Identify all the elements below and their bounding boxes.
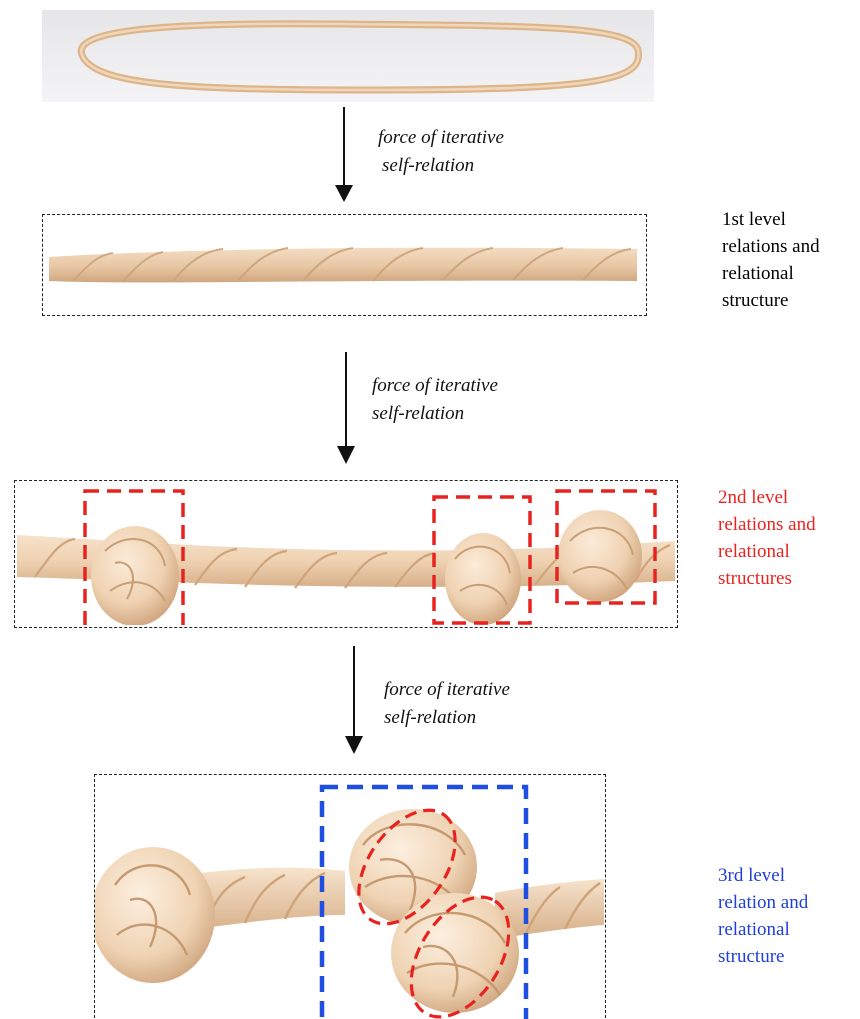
level-2-frame	[14, 480, 678, 628]
arrow-label-2: force of iterative self-relation	[372, 372, 498, 428]
level-2-line-4: structures	[718, 565, 816, 592]
level-2-line-1: 2nd level	[718, 484, 816, 511]
level-2-line-3: relational	[718, 538, 816, 565]
level-2-label: 2nd level relations and relational struc…	[718, 484, 816, 592]
level-3-line-3: relational	[718, 916, 808, 943]
twisted-rope	[43, 215, 643, 313]
down-arrow-2	[334, 350, 358, 468]
rubber-band-loop	[42, 10, 654, 102]
level-3-line-4: structure	[718, 943, 808, 970]
level-1-line-1: 1st level	[722, 206, 820, 233]
arrow-label-line2: self-relation	[372, 400, 498, 428]
arrow-label-line2: self-relation	[384, 704, 510, 732]
arrow-label-3: force of iterative self-relation	[384, 676, 510, 732]
level-3-line-1: 3rd level	[718, 862, 808, 889]
zoomed-knots	[95, 775, 604, 1019]
level-3-frame	[94, 774, 606, 1018]
arrow-label-line2: self-relation	[378, 152, 504, 180]
level-1-line-4: structure	[722, 287, 820, 314]
level-1-frame	[42, 214, 647, 316]
level-1-line-3: relational	[722, 260, 820, 287]
level-3-line-2: relation and	[718, 889, 808, 916]
knotted-rope	[15, 481, 675, 625]
arrow-label-line1: force of iterative	[378, 124, 504, 152]
down-arrow-1	[332, 105, 356, 205]
down-arrow-3	[342, 644, 366, 758]
arrow-label-line1: force of iterative	[384, 676, 510, 704]
arrow-label-1: force of iterative self-relation	[378, 124, 504, 180]
level-1-line-2: relations and	[722, 233, 820, 260]
level-3-label: 3rd level relation and relational struct…	[718, 862, 808, 970]
arrow-label-line1: force of iterative	[372, 372, 498, 400]
level-1-label: 1st level relations and relational struc…	[722, 206, 820, 314]
rubber-band-photo	[42, 10, 654, 102]
level-2-line-2: relations and	[718, 511, 816, 538]
